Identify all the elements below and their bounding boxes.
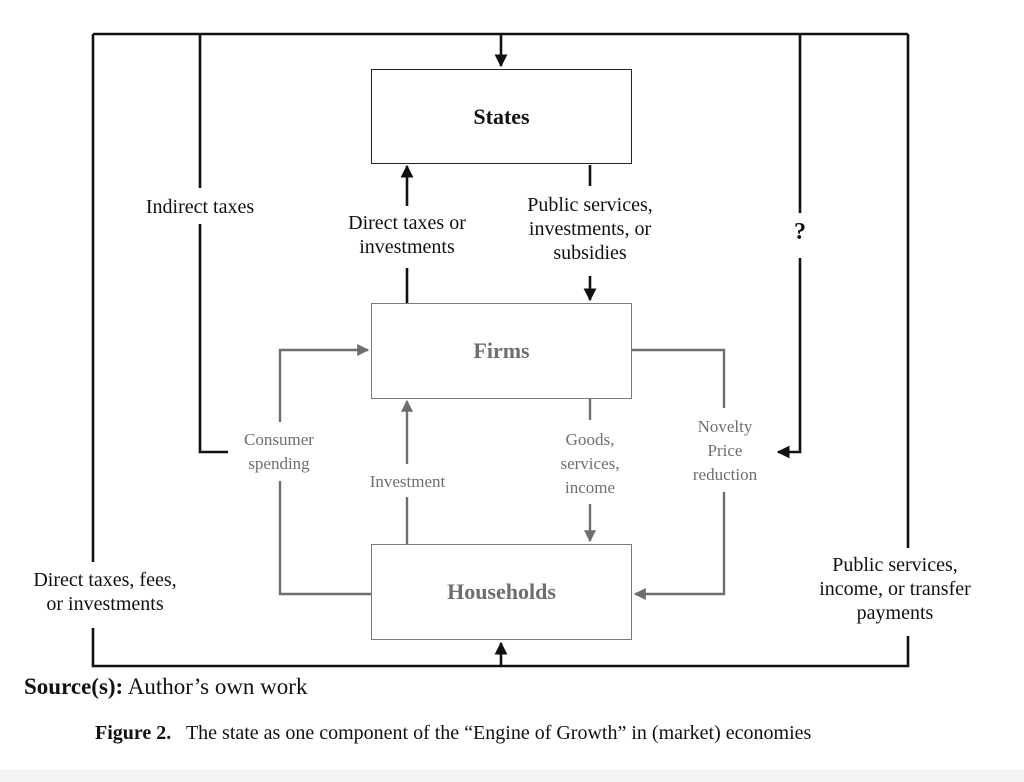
novelty-flow-upper bbox=[631, 348, 726, 408]
goods-services-income-label: Goods, services, income bbox=[545, 428, 635, 500]
unknown-flow-lower bbox=[776, 258, 802, 459]
consumer-spending-label: Consumer spending bbox=[230, 428, 328, 476]
novelty-price-reduction-label: Novelty Price reduction bbox=[675, 415, 775, 487]
direct-taxes-households-label: Direct taxes, fees, or investments bbox=[10, 568, 200, 616]
households-label: Households bbox=[447, 579, 556, 604]
states-node: States bbox=[371, 69, 632, 164]
market-flow-lines bbox=[278, 344, 726, 600]
investment-label: Investment bbox=[355, 470, 460, 494]
frame-right-lower bbox=[501, 636, 910, 668]
source-label: Source(s): bbox=[24, 674, 124, 699]
direct-taxes-firms-label: Direct taxes or investments bbox=[322, 211, 492, 259]
caption-text: The state as one component of the “Engin… bbox=[185, 722, 812, 744]
public-services-households-label: Public services, income, or transfer pay… bbox=[800, 553, 990, 625]
indirect-taxes-lower bbox=[198, 224, 228, 454]
indirect-taxes-label: Indirect taxes bbox=[120, 195, 280, 219]
figure-number: Figure 2. bbox=[95, 722, 172, 744]
frame-left-lower bbox=[91, 628, 501, 668]
states-label: States bbox=[473, 103, 530, 129]
page-bottom-band bbox=[0, 770, 1024, 782]
firms-node: Firms bbox=[371, 303, 632, 399]
households-node: Households bbox=[371, 544, 632, 640]
novelty-flow-lower bbox=[633, 492, 726, 600]
firms-label: Firms bbox=[473, 338, 530, 363]
unknown-flow-label: ? bbox=[785, 218, 815, 246]
state-flow-lines bbox=[91, 32, 910, 668]
figure-caption: Figure 2. The state as one component of … bbox=[95, 722, 811, 745]
consumer-spending-lower bbox=[278, 481, 371, 596]
source-text: Author’s own work bbox=[127, 674, 308, 699]
consumer-spending-upper bbox=[278, 344, 370, 422]
figure-source: Source(s): Author’s own work bbox=[24, 674, 307, 700]
public-services-firms-label: Public services, investments, or subsidi… bbox=[500, 193, 680, 265]
